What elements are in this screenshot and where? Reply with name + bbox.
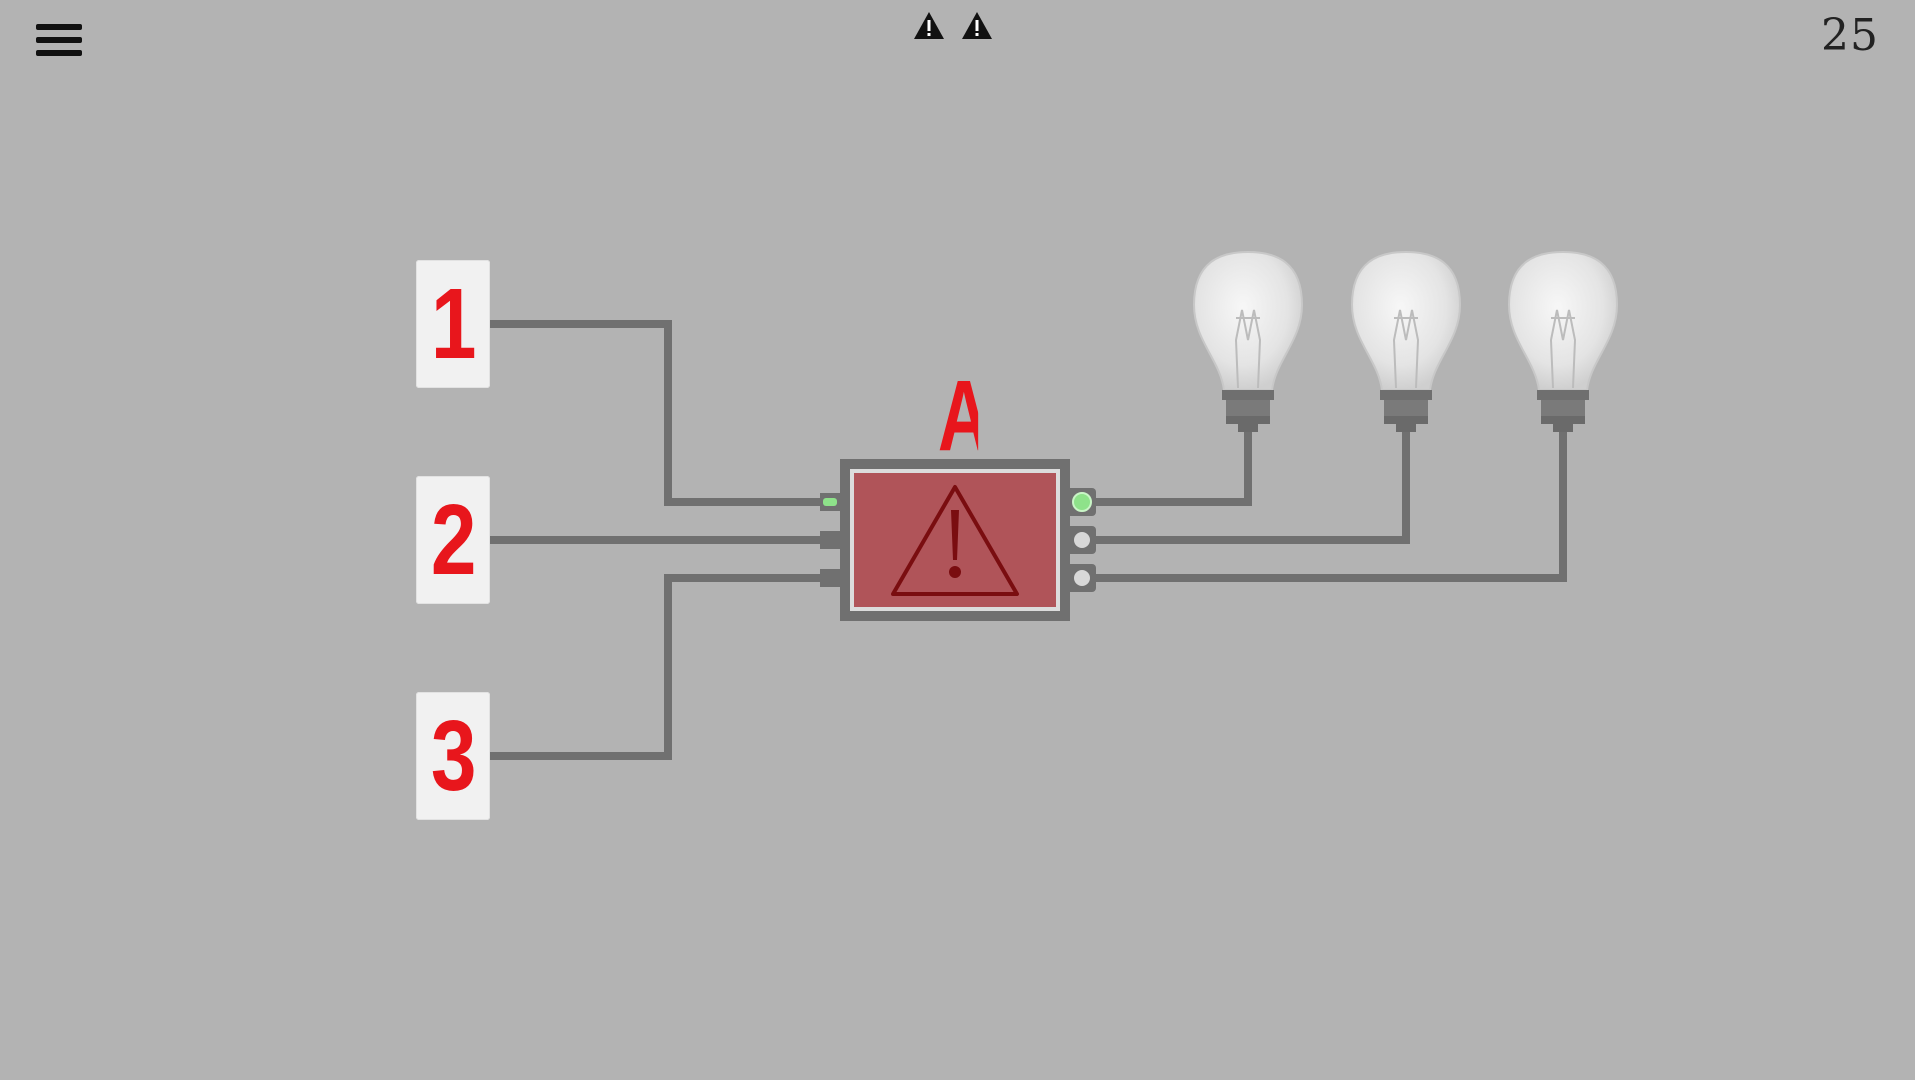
output-led-3	[1074, 570, 1090, 586]
hamburger-menu-icon[interactable]	[34, 24, 84, 64]
switch-label: 3	[431, 700, 477, 812]
bulb-1	[1192, 250, 1304, 432]
output-led-1	[1072, 492, 1092, 512]
wire-switch-1	[490, 320, 826, 506]
switch-2[interactable]: 2	[416, 476, 490, 604]
level-number: 25	[1821, 10, 1879, 61]
hint-indicators	[912, 10, 1002, 46]
junction-outputs	[1066, 488, 1096, 592]
warning-icon[interactable]	[912, 10, 946, 42]
switch-label: 1	[431, 268, 477, 380]
junction-inputs	[820, 493, 842, 587]
warning-triangle-icon	[891, 485, 1019, 596]
output-wires	[1090, 420, 1567, 582]
wire-bulb-2	[1090, 420, 1410, 544]
bulb-2	[1350, 250, 1462, 432]
input-connector-3	[820, 569, 842, 587]
filament-icon	[1392, 309, 1420, 389]
wire-bulb-3	[1090, 420, 1567, 582]
filament-icon	[1549, 309, 1577, 389]
junction-box-label: A	[938, 376, 978, 456]
switch-3[interactable]: 3	[416, 692, 490, 820]
filament-icon	[1234, 309, 1262, 389]
bulb-3	[1507, 250, 1619, 432]
input-wires	[490, 320, 826, 760]
bulbs	[1192, 250, 1619, 432]
warning-icon[interactable]	[960, 10, 994, 42]
wire-bulb-1	[1090, 420, 1252, 506]
output-led-2	[1074, 532, 1090, 548]
input-connector-2	[820, 531, 842, 549]
switch-label: 2	[431, 484, 477, 596]
wire-switch-3	[490, 574, 826, 760]
switch-1[interactable]: 1	[416, 260, 490, 388]
input-led-1	[823, 498, 837, 506]
junction-box[interactable]	[840, 459, 1070, 621]
